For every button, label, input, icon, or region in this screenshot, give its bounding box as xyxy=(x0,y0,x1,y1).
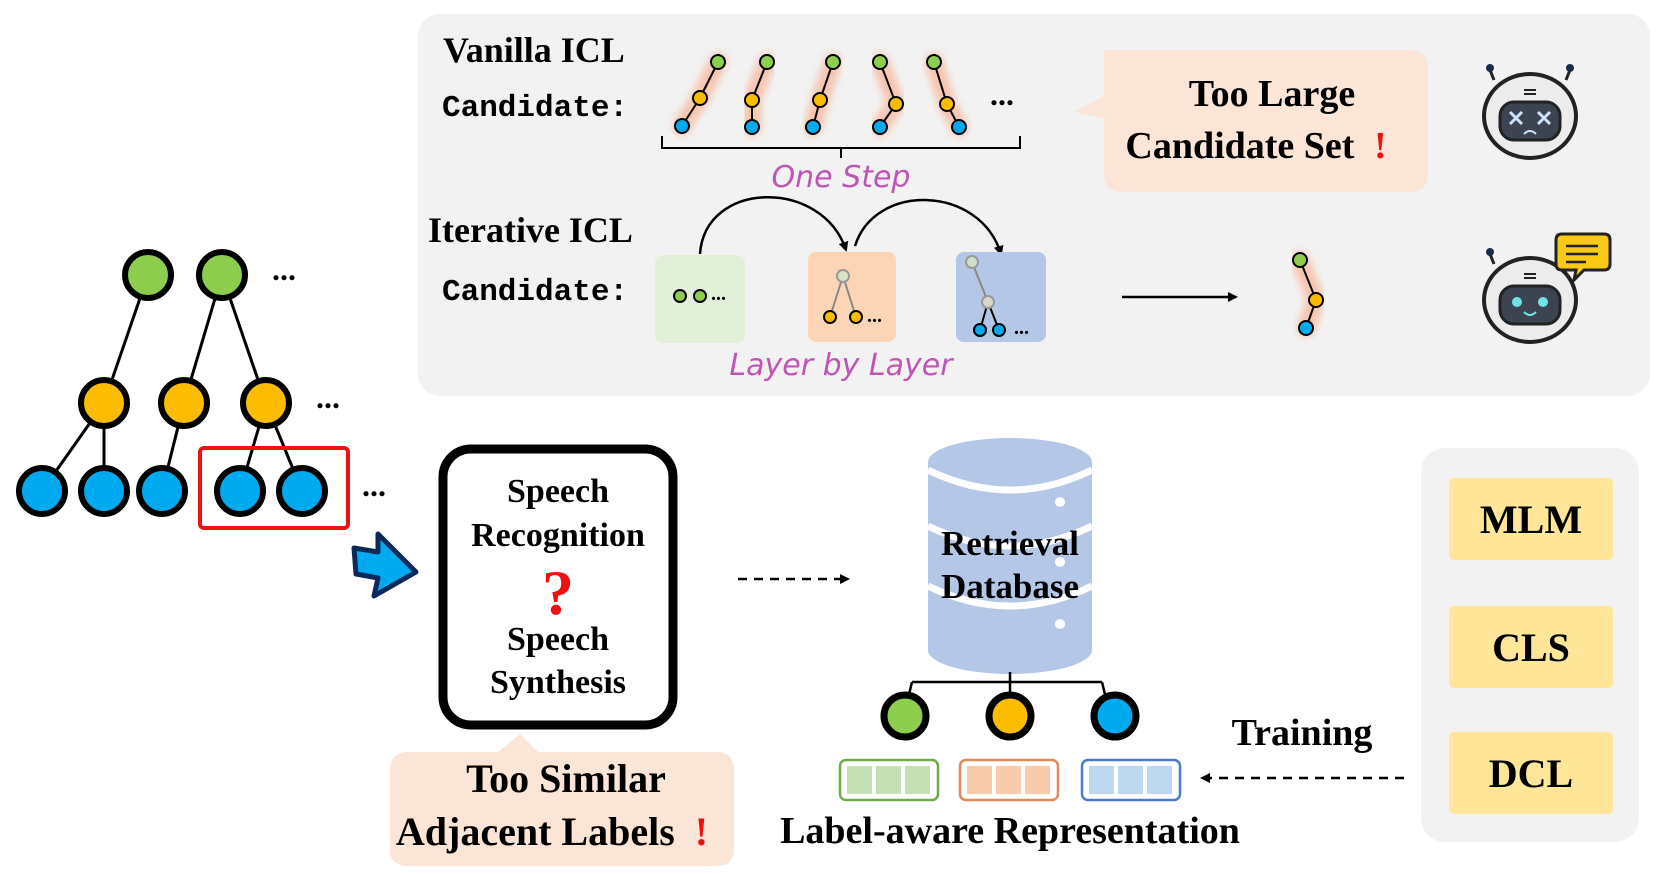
vanilla-candidate-label: Candidate: xyxy=(442,91,628,126)
tree-node-level-1 xyxy=(196,249,248,301)
similar-exclamation: ! xyxy=(695,809,708,854)
tree-node-level-3 xyxy=(214,465,266,517)
candidate-path-5 xyxy=(925,53,968,136)
svg-text:Candidate Set !: Candidate Set ! xyxy=(1125,125,1386,167)
iterative-result-path xyxy=(1291,251,1326,337)
chat-bubble-icon xyxy=(1554,232,1612,285)
warning-exclamation: ! xyxy=(1374,125,1387,167)
database-line-1: Retrieval xyxy=(941,524,1079,563)
representation-vector-orange xyxy=(958,758,1060,802)
iterative-arrow-1 xyxy=(698,196,849,255)
one-step-bracket xyxy=(661,136,1021,158)
objective-cls-label: CLS xyxy=(1492,625,1570,670)
label-line-2: Recognition xyxy=(471,517,645,554)
database-label-tree xyxy=(880,672,1140,741)
vanilla-candidate-paths xyxy=(673,53,968,136)
candidate-path-3 xyxy=(804,53,842,136)
box-3-ellipsis: ... xyxy=(1014,317,1029,339)
objective-dcl-box xyxy=(1449,732,1613,814)
box-1-ellipsis: ... xyxy=(711,283,726,305)
label-aware-representation-label: Label-aware Representation xyxy=(780,810,1240,852)
one-step-label: One Step xyxy=(772,160,911,195)
blue-chevron-arrow-icon xyxy=(351,531,419,599)
candidate-path-4 xyxy=(871,53,907,136)
too-similar-warning-bubble: Too Similar Adjacent Labels ! xyxy=(390,734,734,866)
similar-line-2: Adjacent Labels xyxy=(396,809,675,854)
tree-ellipsis-level-2: ... xyxy=(316,379,340,415)
retrieval-database-icon: Retrieval Database xyxy=(926,438,1094,674)
tree-node-level-3 xyxy=(276,465,328,517)
tree-node-level-2 xyxy=(78,377,130,429)
training-objectives-panel: MLM CLS DCL xyxy=(1421,448,1639,842)
vanilla-icl-title: Vanilla ICL xyxy=(443,30,625,70)
layer-by-layer-label: Layer by Layer xyxy=(729,348,954,383)
training-label: Training xyxy=(1232,712,1373,754)
objective-dcl-label: DCL xyxy=(1489,751,1573,796)
confused-robot-icon xyxy=(1482,64,1578,160)
highlighted-siblings-box xyxy=(198,446,350,530)
tree-node-level-2 xyxy=(240,377,292,429)
tree-node-level-3 xyxy=(16,465,68,517)
tree-node-level-1 xyxy=(122,249,174,301)
label-hierarchy-tree: ... ... ... xyxy=(16,249,386,530)
database-line-2: Database xyxy=(941,567,1079,606)
tree-node-level-2 xyxy=(158,377,210,429)
iterative-candidate-label: Candidate: xyxy=(442,275,628,310)
candidate-path-2 xyxy=(743,53,776,136)
tree-ellipsis-level-3: ... xyxy=(362,467,386,503)
tree-ellipsis-level-1: ... xyxy=(272,251,296,287)
candidate-path-1 xyxy=(673,53,727,135)
candidate-box-layer-2: ... xyxy=(808,252,896,342)
representation-vector-green xyxy=(838,758,940,802)
tree-node-level-3 xyxy=(136,465,188,517)
objective-mlm-label: MLM xyxy=(1480,497,1582,542)
iterative-arrow-2 xyxy=(853,198,1004,256)
box-2-ellipsis: ... xyxy=(867,305,882,327)
label-line-3: Speech xyxy=(507,621,609,658)
svg-text:Adjacent Labels !: Adjacent Labels ! xyxy=(396,809,708,854)
happy-robot-icon xyxy=(1482,248,1578,344)
question-mark: ? xyxy=(542,557,574,628)
candidate-box-layer-1: ... xyxy=(655,255,745,343)
representation-vector-blue xyxy=(1080,758,1182,802)
warning-line-1: Too Large xyxy=(1189,73,1355,115)
objective-mlm-box xyxy=(1449,478,1613,560)
tree-node-level-3 xyxy=(78,465,130,517)
similar-line-1: Too Similar xyxy=(466,756,666,801)
similar-labels-box: Speech Recognition ? Speech Synthesis xyxy=(438,444,678,730)
vanilla-ellipsis: ... xyxy=(990,76,1014,112)
candidate-box-layer-3: ... xyxy=(956,252,1046,342)
label-line-1: Speech xyxy=(507,473,609,510)
objective-cls-box xyxy=(1449,606,1613,688)
iterative-icl-title: Iterative ICL xyxy=(428,210,633,250)
too-large-warning-bubble: Too Large Candidate Set ! xyxy=(1074,50,1428,192)
label-line-4: Synthesis xyxy=(490,664,626,701)
warning-line-2: Candidate Set xyxy=(1125,125,1354,167)
